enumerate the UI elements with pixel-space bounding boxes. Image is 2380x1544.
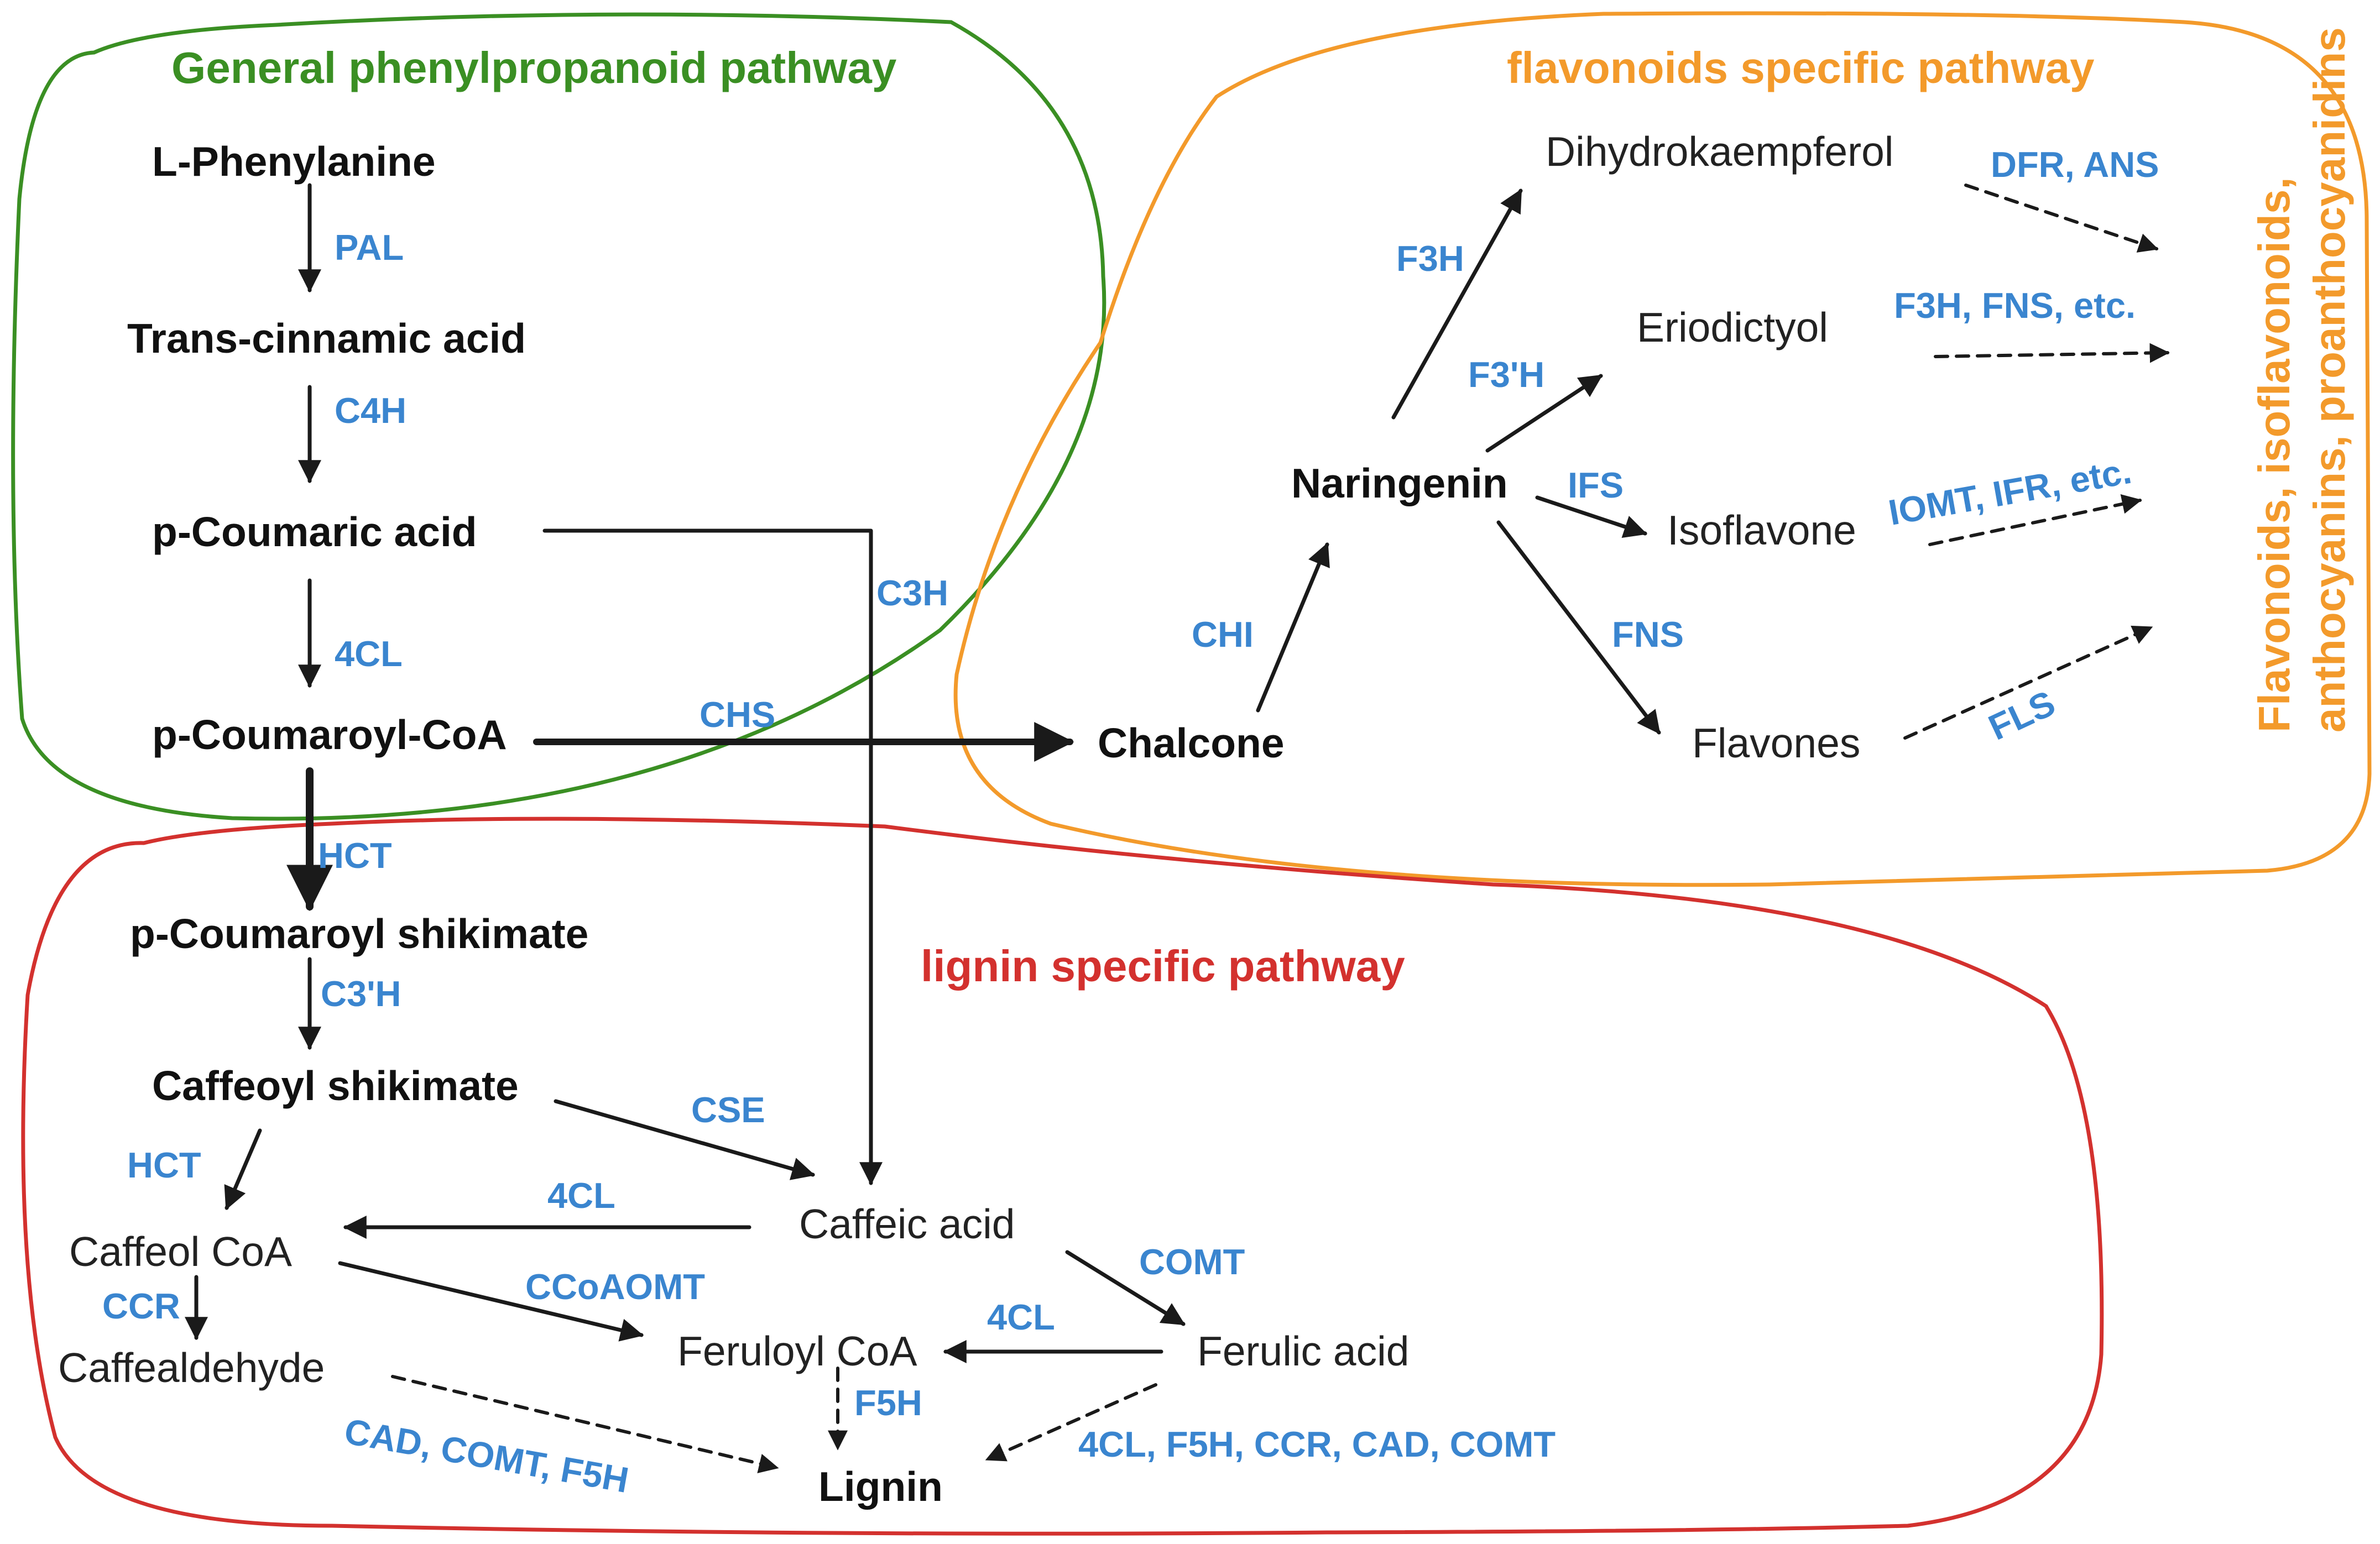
- enzyme-f3prime-h: F3'H: [1468, 354, 1544, 395]
- arrow-f3h-fns-etc: [1934, 343, 2170, 363]
- flavonoid-products-line1: Flavonoids, isoflavonoids,: [2249, 177, 2299, 732]
- arrow-ccoaomt: [338, 1261, 644, 1342]
- compound-flavones: Flavones: [1692, 720, 1860, 766]
- general-pathway-region: [11, 12, 1107, 821]
- enzyme-c4h: C4H: [335, 390, 406, 431]
- flavonoid-pathway-region: [953, 11, 2372, 887]
- arrow-iomt-ifr-etc: [1928, 494, 2142, 546]
- arrow-hct-bottom: [224, 1128, 262, 1210]
- compound-ferulic-acid: Ferulic acid: [1197, 1328, 1409, 1374]
- arrow-c3h: [542, 528, 883, 1186]
- compound-trans-cinnamic-acid: Trans-cinnamic acid: [127, 315, 526, 362]
- compound-chalcone: Chalcone: [1098, 720, 1285, 766]
- enzyme-c3prime-h: C3'H: [321, 973, 401, 1014]
- general-pathway-title: General phenylpropanoid pathway: [171, 43, 897, 92]
- compound-p-coumaric-acid: p-Coumaric acid: [152, 509, 477, 555]
- compound-caffeic-acid: Caffeic acid: [799, 1201, 1015, 1247]
- enzyme-chi: CHI: [1192, 614, 1254, 655]
- compound-dihydrokaempferol: Dihydrokaempferol: [1546, 128, 1893, 175]
- enzyme-dfr-ans: DFR, ANS: [1991, 144, 2159, 185]
- flavonoid-products-line2: anthocyanins, proanthocyanidins: [2305, 27, 2354, 732]
- enzyme-fls: FLS: [1982, 683, 2061, 748]
- arrow-fns: [1496, 520, 1661, 735]
- enzyme-chs: CHS: [700, 694, 775, 735]
- enzyme-4cl-caffeic: 4CL: [547, 1175, 615, 1216]
- enzyme-4cl-ferulic: 4CL: [987, 1297, 1055, 1337]
- arrow-f3h: [1391, 189, 1523, 420]
- enzyme-comt: COMT: [1139, 1242, 1245, 1282]
- lignin-pathway-region: [21, 817, 2104, 1536]
- arrow-f3prime-h: [1485, 374, 1603, 453]
- compound-isoflavone: Isoflavone: [1667, 507, 1856, 553]
- compound-p-coumaroyl-coa: p-Coumaroyl-CoA: [152, 711, 507, 758]
- compound-naringenin: Naringenin: [1291, 460, 1508, 506]
- compound-feruloyl-coa: Feruloyl CoA: [677, 1328, 917, 1374]
- enzyme-ifs: IFS: [1568, 465, 1624, 505]
- compound-caffealdehyde: Caffealdehyde: [58, 1344, 325, 1391]
- compound-caffeoyl-shikimate: Caffeoyl shikimate: [152, 1063, 519, 1109]
- compound-p-coumaroyl-shikimate: p-Coumaroyl shikimate: [130, 910, 588, 957]
- enzyme-4cl-top: 4CL: [335, 634, 403, 674]
- enzyme-cse: CSE: [691, 1090, 765, 1130]
- arrow-cad-comt-f5h: [391, 1375, 779, 1474]
- enzyme-hct-top: HCT: [318, 835, 392, 876]
- arrow-cse: [554, 1099, 816, 1180]
- arrow-ifs: [1535, 495, 1647, 538]
- enzyme-c3h: C3H: [876, 573, 948, 613]
- enzyme-ccr: CCR: [102, 1286, 180, 1326]
- compound-l-phenylanine: L-Phenylanine: [152, 138, 436, 185]
- enzyme-lignin-mix: 4CL, F5H, CCR, CAD, COMT: [1078, 1424, 1556, 1464]
- enzyme-f5h: F5H: [854, 1383, 922, 1423]
- enzyme-f3h: F3H: [1396, 238, 1464, 279]
- enzyme-iomt-ifr-etc: IOMT, IFR, etc.: [1886, 451, 2134, 533]
- flavonoid-products-label: Flavonoids, isoflavonoids, anthocyanins,…: [2249, 27, 2354, 732]
- arrow-chi: [1256, 542, 1330, 713]
- compound-caffeol-coa: Caffeol CoA: [69, 1228, 292, 1275]
- arrow-dfr-ans: [1964, 184, 2159, 253]
- enzyme-ccoaomt: CCoAOMT: [525, 1266, 705, 1307]
- enzyme-pal: PAL: [335, 227, 404, 268]
- compound-lignin: Lignin: [818, 1463, 943, 1510]
- flavonoid-pathway-title: flavonoids specific pathway: [1507, 43, 2095, 92]
- enzyme-fns: FNS: [1612, 614, 1684, 655]
- enzyme-hct-bottom: HCT: [127, 1145, 201, 1185]
- enzyme-f3h-fns-etc: F3H, FNS, etc.: [1894, 285, 2136, 326]
- compound-eriodictyol: Eriodictyol: [1637, 304, 1828, 350]
- arrow-lignin-mix: [985, 1383, 1157, 1462]
- arrow-fls: [1903, 625, 2153, 740]
- arrow-comt: [1065, 1250, 1186, 1326]
- lignin-pathway-title: lignin specific pathway: [921, 941, 1405, 991]
